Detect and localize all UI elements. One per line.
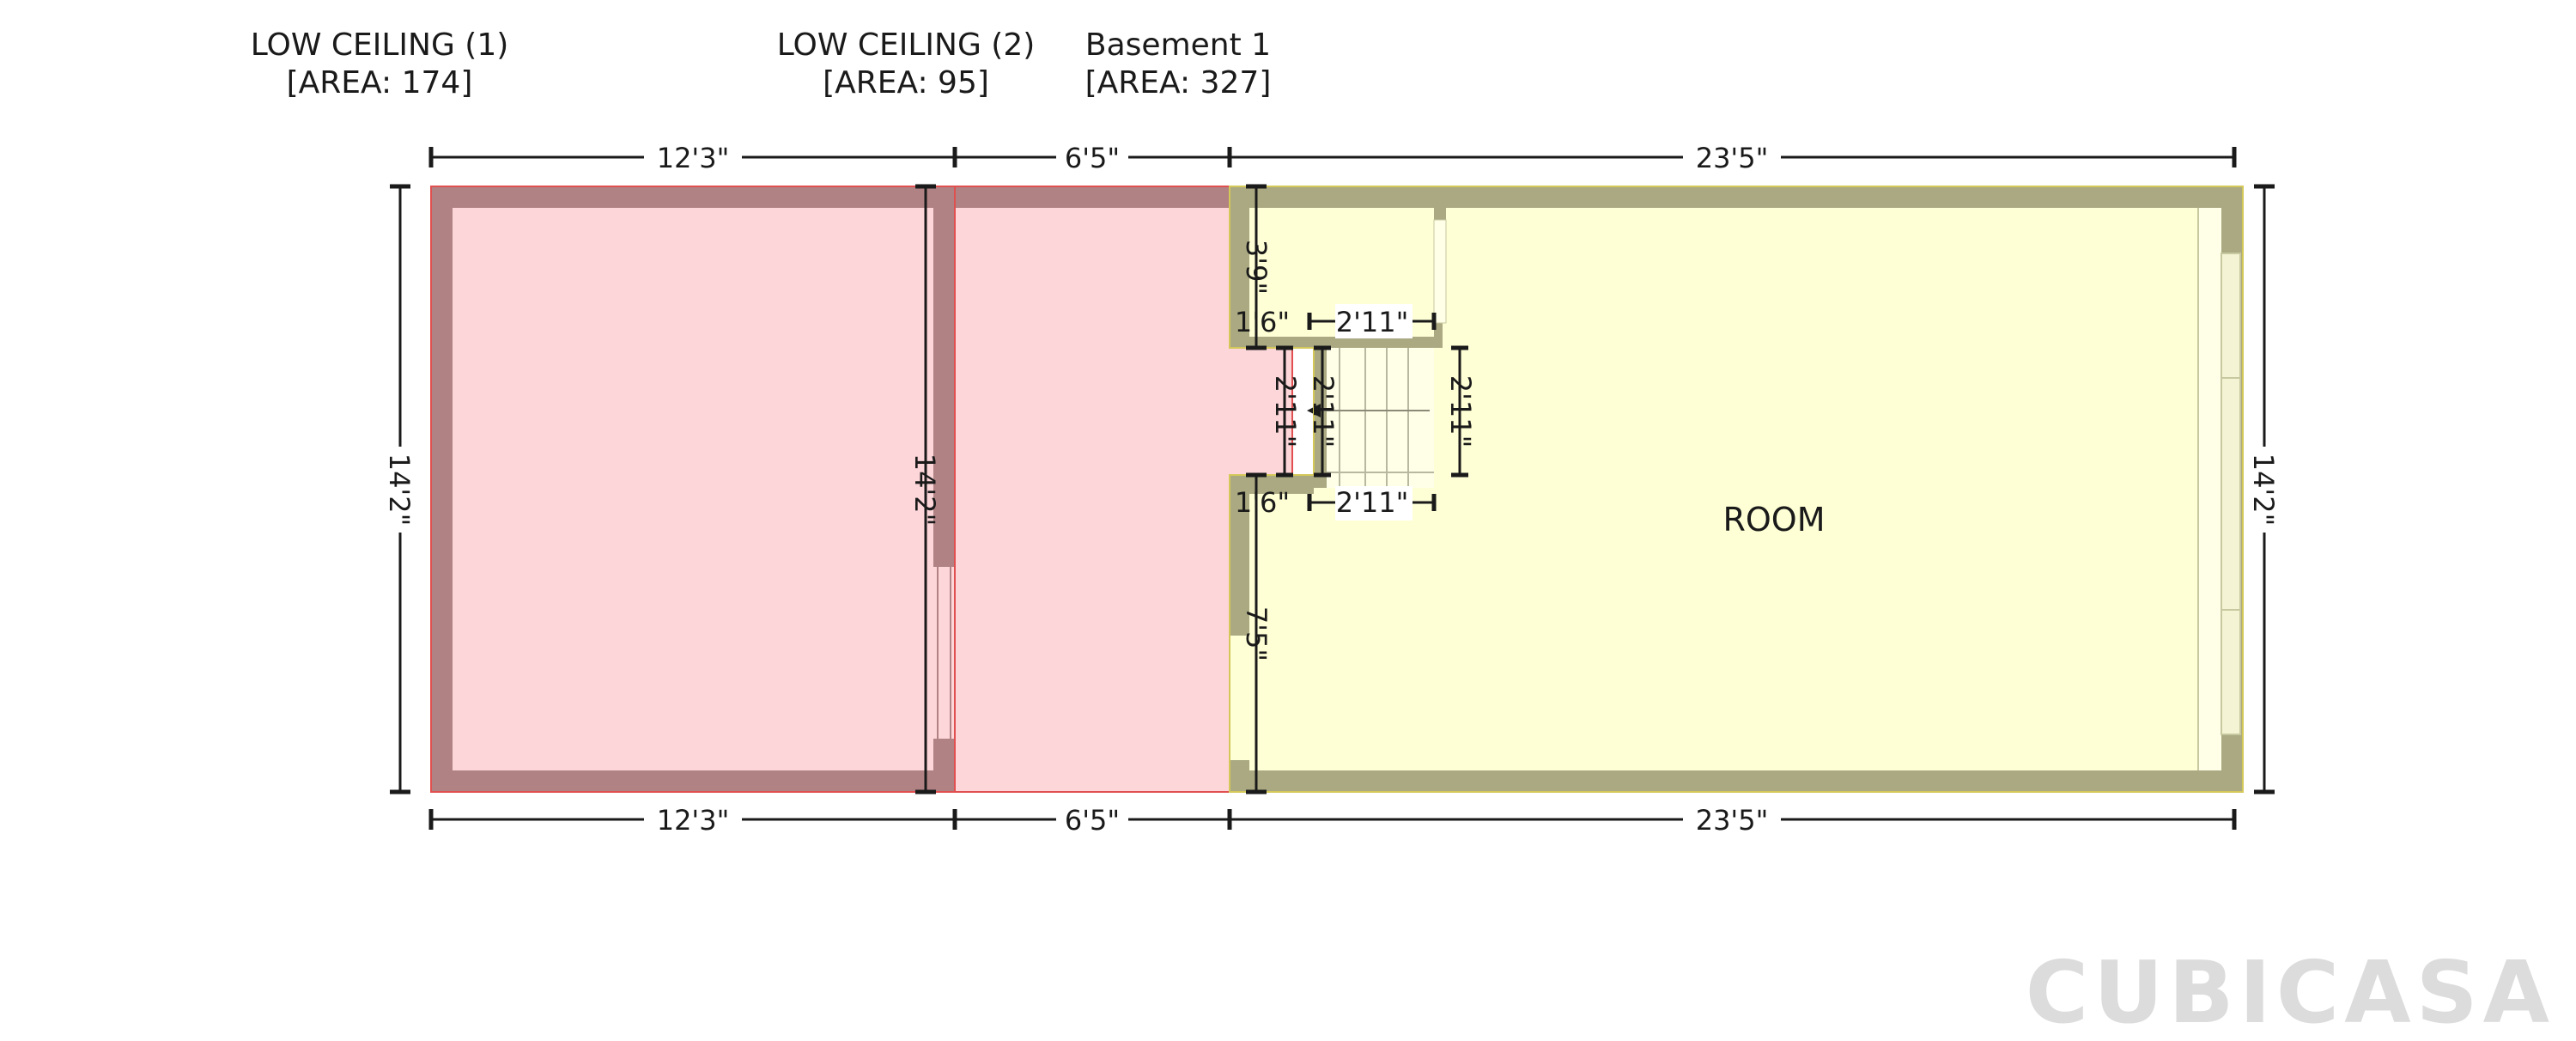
inner-height-dimension: 14'2"	[908, 184, 941, 794]
dim-right-height: 14'2"	[2247, 454, 2280, 527]
bottom-dimensions: 12'3" 6'5" 23'5"	[428, 800, 2237, 839]
dim-inner-height: 14'2"	[908, 454, 941, 527]
dim-top-low-ceiling-2: 6'5"	[1065, 142, 1120, 174]
dim-recess-top-depth: 3'9"	[1240, 240, 1273, 295]
low-ceiling-2-name: LOW CEILING (2)	[777, 27, 1036, 63]
room-label: ROOM	[1722, 501, 1825, 539]
low-ceiling-1-area: [AREA: 174]	[287, 65, 473, 100]
right-height-dimension: 14'2"	[2245, 184, 2283, 794]
dim-stair-right-height: 2'11"	[1444, 375, 1477, 448]
basement-1-area: [AREA: 327]	[1085, 65, 1272, 100]
recess-dimensions: 3'9" 7'5"	[1240, 184, 1273, 794]
top-dimensions: 12'3" 6'5" 23'5"	[428, 137, 2237, 177]
stair-dimensions: 1'6" 2'11" 1'6" 2'11" 2'11" 2'11" 2'11"	[1235, 304, 1477, 520]
cubicasa-logo: CUBICASA	[2026, 942, 2555, 1041]
dim-top-room: 23'5"	[1696, 142, 1769, 174]
basement-1-name: Basement 1	[1085, 27, 1271, 63]
dim-left-height: 14'2"	[383, 454, 416, 527]
area-labels: LOW CEILING (1) [AREA: 174] LOW CEILING …	[251, 27, 1272, 100]
dim-bottom-low-ceiling-1: 12'3"	[657, 804, 730, 837]
dim-stair-top-width: 2'11"	[1336, 306, 1409, 338]
dim-notch-top-width: 1'6"	[1235, 306, 1290, 338]
dim-top-low-ceiling-1: 12'3"	[657, 142, 730, 174]
dim-notch-height: 2'11"	[1269, 375, 1302, 448]
dim-stair-left-height: 2'11"	[1307, 375, 1340, 448]
dim-notch-bottom-width: 1'6"	[1235, 486, 1290, 519]
low-ceiling-1-name: LOW CEILING (1)	[251, 27, 509, 63]
low-ceiling-2-area: [AREA: 95]	[823, 65, 989, 100]
dim-bottom-room: 23'5"	[1696, 804, 1769, 837]
dim-recess-bottom-depth: 7'5"	[1240, 606, 1273, 661]
low-ceiling-1-room	[430, 186, 956, 793]
dim-stair-bottom-width: 2'11"	[1336, 486, 1409, 519]
dim-bottom-low-ceiling-2: 6'5"	[1065, 804, 1120, 837]
left-height-dimension: 14'2"	[381, 184, 419, 794]
